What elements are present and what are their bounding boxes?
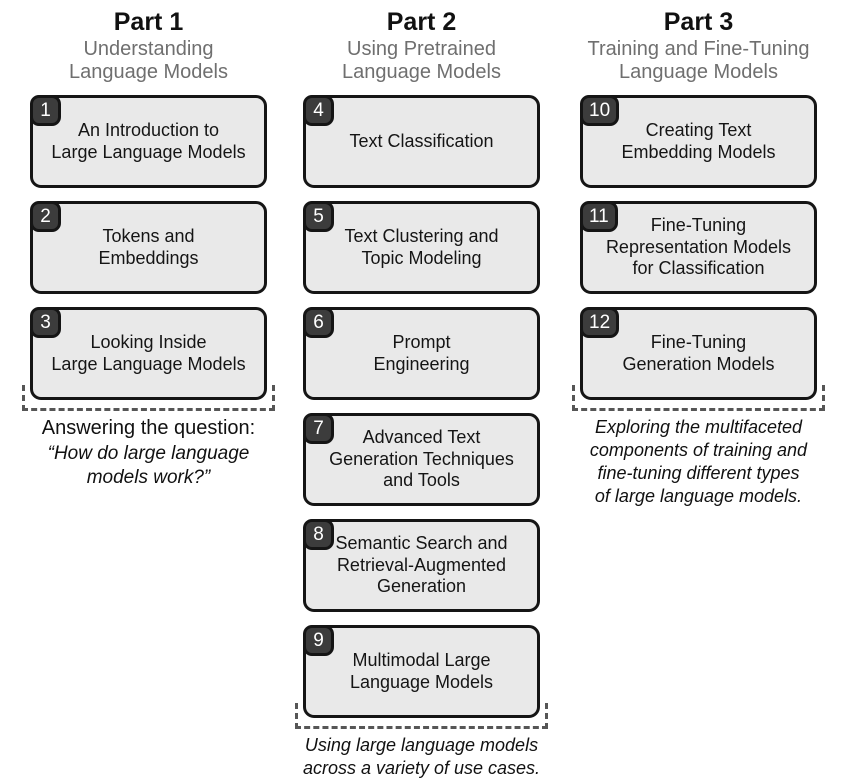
chapter-title: Multimodal Large Language Models — [350, 650, 493, 694]
chapter-box-7: 7 Advanced Text Generation Techniques an… — [303, 413, 540, 506]
caption-line: components of training and — [589, 439, 808, 460]
chapter-number-badge: 7 — [303, 413, 334, 444]
chapter-box-8: 8 Semantic Search and Retrieval-Augmente… — [303, 519, 540, 612]
caption-line: Using large language models — [304, 735, 539, 755]
part-title: Part 3 — [663, 8, 734, 36]
chapter-box-3: 3 Looking Inside Large Language Models — [30, 307, 267, 400]
chapter-number-badge: 12 — [580, 307, 620, 338]
chapter-title-line: An Introduction to — [77, 119, 220, 140]
chapter-title: Looking Inside Large Language Models — [51, 332, 245, 376]
part-subtitle-line: Understanding — [83, 37, 214, 60]
chapter-box-1: 1 An Introduction to Large Language Mode… — [30, 95, 267, 188]
chapter-title-line: Creating Text — [645, 119, 752, 140]
caption-quote: “How do large language models work?” — [20, 442, 277, 490]
caption-line: across a variety of use cases. — [302, 757, 541, 778]
part-2-caption: Using large language models across a var… — [293, 734, 550, 780]
chapter-number-badge: 10 — [580, 95, 620, 126]
chapter-title-line: Representation Models — [605, 236, 792, 257]
caption-line: fine-tuning different types — [597, 462, 800, 483]
part-subtitle: Training and Fine-Tuning Language Models — [580, 38, 817, 85]
part-subtitle: Understanding Language Models — [30, 38, 267, 85]
chapter-box-10: 10 Creating Text Embedding Models — [580, 95, 817, 188]
caption-line: models work?” — [86, 466, 211, 488]
chapter-box-11: 11 Fine-Tuning Representation Models for… — [580, 201, 817, 294]
part-column-1: Part 1 Understanding Language Models 1 A… — [22, 8, 275, 490]
chapter-number-badge: 11 — [580, 201, 618, 232]
chapter-title: Semantic Search and Retrieval-Augmented … — [335, 533, 507, 599]
chapter-title-line: Generation Techniques — [329, 448, 514, 469]
chapter-title: An Introduction to Large Language Models — [51, 120, 245, 164]
chapter-title-line: for Classification — [632, 258, 765, 279]
chapter-title-line: Large Language Models — [51, 353, 246, 374]
caption-line: “How do large language — [47, 443, 250, 464]
chapter-box-2: 2 Tokens and Embeddings — [30, 201, 267, 294]
chapter-title: Advanced Text Generation Techniques and … — [329, 427, 514, 493]
chapter-title-line: Retrieval-Augmented — [336, 554, 507, 575]
chapter-number-badge: 9 — [303, 625, 334, 656]
chapter-number-badge: 6 — [303, 307, 334, 338]
part-column-3: Part 3 Training and Fine-Tuning Language… — [572, 8, 825, 507]
chapter-title-line: Prompt — [392, 331, 451, 352]
chapter-title-line: Fine-Tuning — [650, 214, 747, 235]
part-1-caption: Answering the question: “How do large la… — [20, 416, 277, 490]
chapter-title-line: Advanced Text — [362, 426, 481, 447]
chapter-title-line: Semantic Search and — [335, 532, 508, 553]
chapter-number-badge: 2 — [30, 201, 61, 232]
chapter-title-line: Tokens and — [102, 225, 195, 246]
chapter-title-line: Large Language Models — [51, 141, 246, 162]
chapter-title-line: Looking Inside — [90, 331, 207, 352]
chapter-title-line: Generation Models — [622, 353, 775, 374]
dashed-bracket — [295, 703, 548, 729]
chapter-number-badge: 5 — [303, 201, 334, 232]
part-3-caption: Exploring the multifaceted components of… — [570, 416, 827, 507]
chapter-title: Fine-Tuning Generation Models — [622, 332, 774, 376]
part-subtitle-line: Language Models — [68, 61, 228, 84]
chapter-box-4: 4 Text Classification — [303, 95, 540, 188]
caption-text: Using large language models across a var… — [293, 734, 550, 780]
chapter-title-line: Generation — [376, 576, 467, 597]
chapter-title-line: and Tools — [383, 470, 460, 491]
caption-text: Exploring the multifaceted components of… — [570, 416, 827, 507]
chapter-title-line: Embeddings — [98, 247, 199, 268]
dashed-bracket — [572, 385, 825, 411]
chapter-box-9: 9 Multimodal Large Language Models — [303, 625, 540, 718]
chapter-title-line: Text Clustering and — [344, 225, 499, 246]
chapter-title: Creating Text Embedding Models — [621, 120, 775, 164]
caption-line: Exploring the multifaceted — [594, 417, 803, 437]
chapter-title: Text Clustering and Topic Modeling — [344, 226, 498, 270]
part-3-header: Part 3 Training and Fine-Tuning Language… — [580, 8, 817, 95]
dashed-bracket — [22, 385, 275, 411]
chapter-title-line: Topic Modeling — [361, 247, 482, 268]
chapter-title-line: Text Classification — [349, 130, 494, 151]
part-subtitle-line: Language Models — [341, 61, 501, 84]
chapter-number-badge: 3 — [30, 307, 61, 338]
chapter-box-12: 12 Fine-Tuning Generation Models — [580, 307, 817, 400]
part-title: Part 2 — [386, 8, 457, 36]
part-1-header: Part 1 Understanding Language Models — [30, 8, 267, 95]
chapter-title-line: Engineering — [373, 353, 470, 374]
part-title: Part 1 — [113, 8, 184, 36]
part-subtitle-line: Language Models — [618, 61, 778, 84]
chapter-title-line: Embedding Models — [621, 141, 776, 162]
chapter-title: Fine-Tuning Representation Models for Cl… — [606, 215, 791, 281]
caption-lead: Answering the question: — [41, 417, 256, 439]
chapter-title: Prompt Engineering — [373, 332, 469, 376]
chapter-number-badge: 4 — [303, 95, 334, 126]
chapter-title: Text Classification — [349, 131, 493, 153]
chapter-box-6: 6 Prompt Engineering — [303, 307, 540, 400]
part-column-2: Part 2 Using Pretrained Language Models … — [295, 8, 548, 780]
chapter-title-line: Language Models — [349, 671, 494, 692]
part-subtitle-line: Using Pretrained — [347, 37, 496, 60]
part-subtitle: Using Pretrained Language Models — [303, 38, 540, 85]
part-2-header: Part 2 Using Pretrained Language Models — [303, 8, 540, 95]
chapter-box-5: 5 Text Clustering and Topic Modeling — [303, 201, 540, 294]
chapter-title: Tokens and Embeddings — [98, 226, 198, 270]
caption-line: of large language models. — [594, 485, 803, 506]
chapter-number-badge: 1 — [30, 95, 61, 126]
chapter-title-line: Fine-Tuning — [650, 331, 747, 352]
part-subtitle-line: Training and Fine-Tuning — [587, 37, 810, 60]
chapter-title-line: Multimodal Large — [352, 649, 491, 670]
chapter-number-badge: 8 — [303, 519, 334, 550]
